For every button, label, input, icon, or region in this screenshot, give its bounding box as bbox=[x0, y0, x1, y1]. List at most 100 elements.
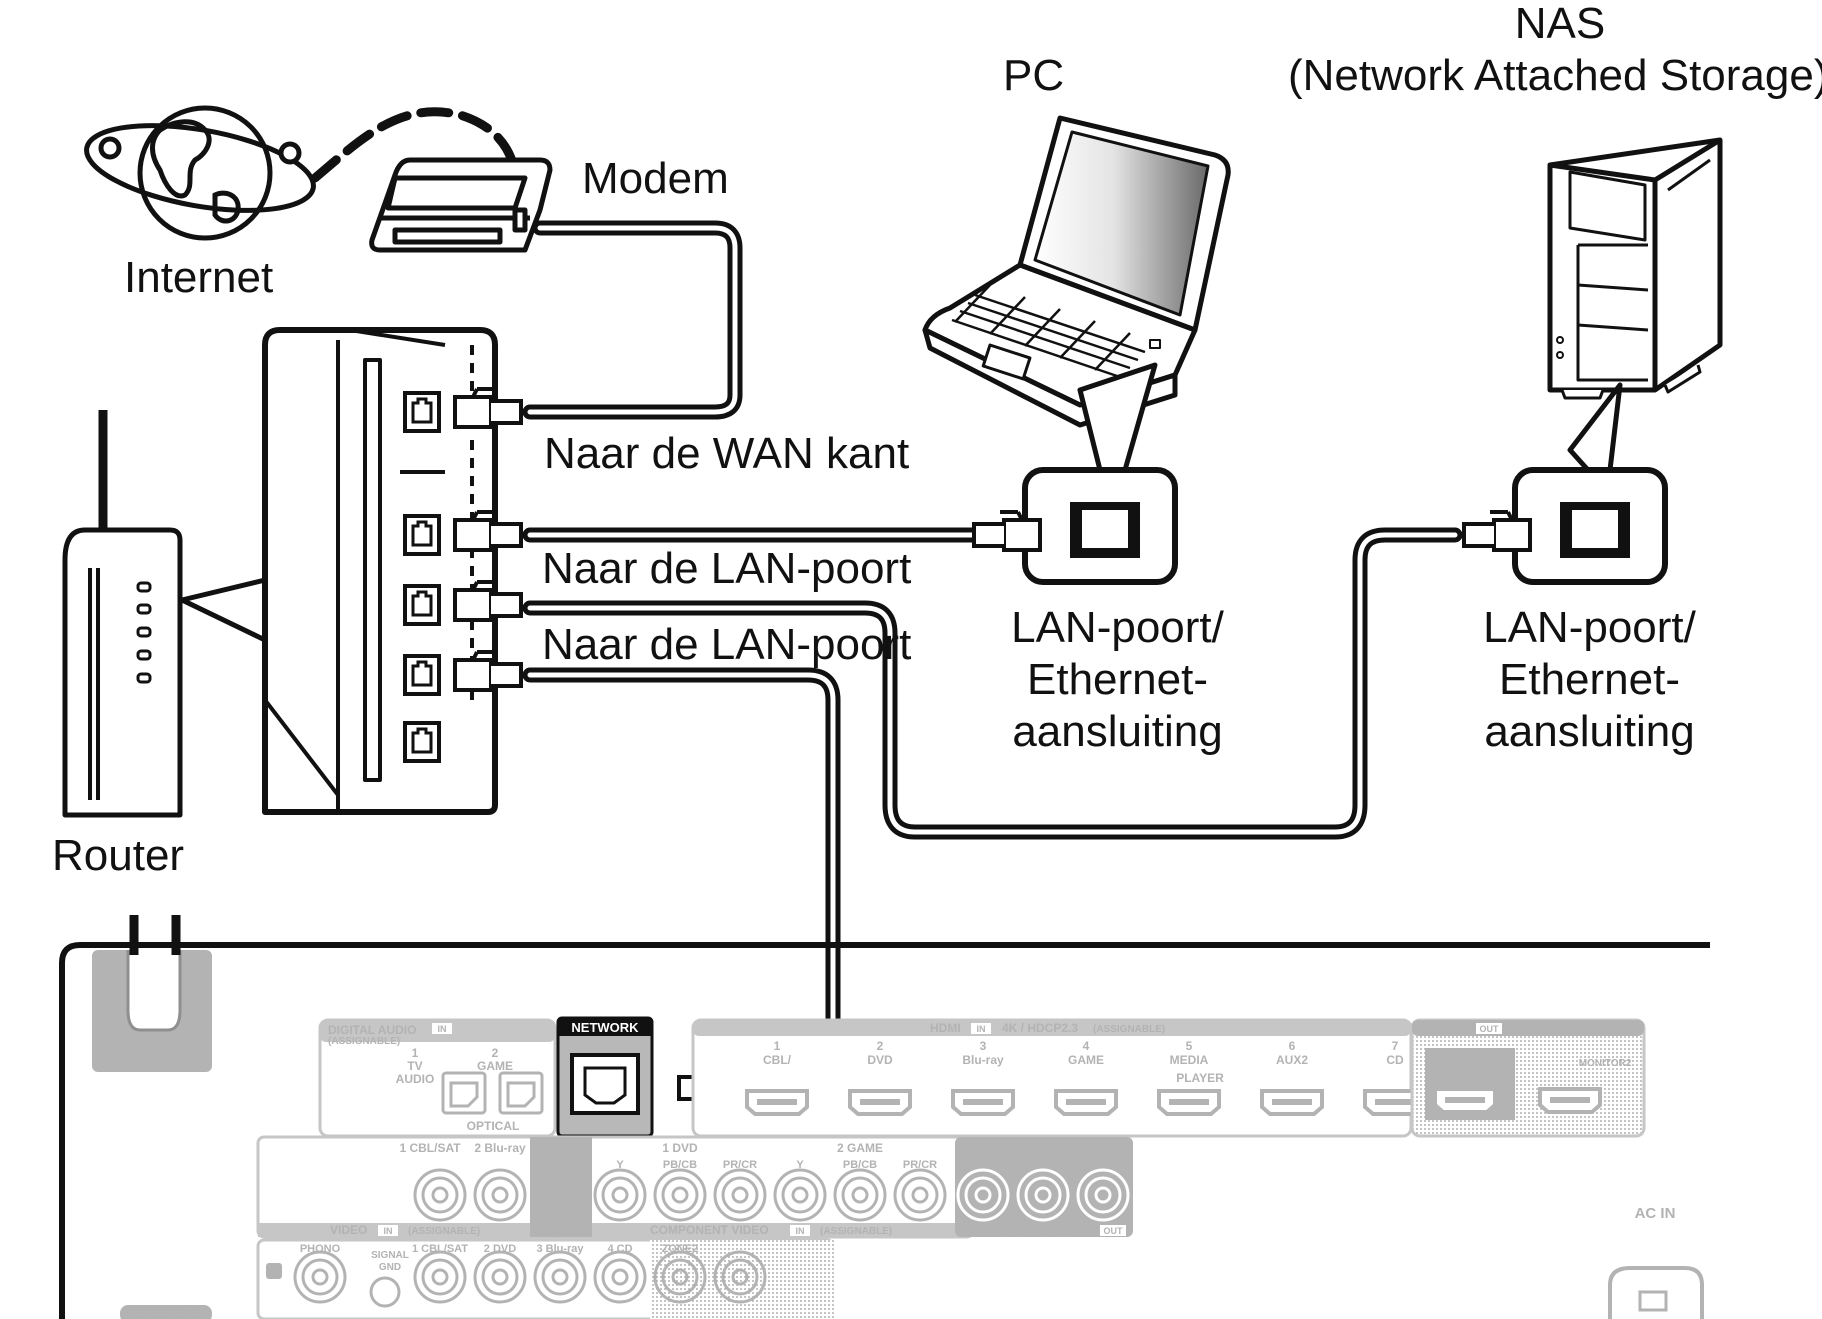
nas-port-label-1: LAN-poort/ bbox=[1483, 603, 1696, 652]
hdmi-in-badge: IN bbox=[977, 1024, 986, 1034]
monitor-out-jacks bbox=[956, 1168, 1130, 1222]
digital-audio-label: DIGITAL AUDIO bbox=[328, 1023, 416, 1037]
optical-label: OPTICAL bbox=[467, 1119, 520, 1133]
lan-port-1-icon bbox=[403, 514, 441, 556]
hdmi-input-port bbox=[1054, 1089, 1118, 1116]
hdmi-out-spec: 4K / HDCP2.3 bbox=[1543, 1021, 1619, 1035]
component-video-label: COMPONENT VIDEO bbox=[650, 1223, 769, 1237]
hdmi-input-port bbox=[848, 1089, 912, 1116]
hdmi-out-monitor1-port bbox=[1433, 1087, 1497, 1114]
video-label: VIDEO bbox=[330, 1223, 367, 1237]
pc-port-box bbox=[1022, 467, 1178, 585]
globe-icon bbox=[84, 105, 316, 241]
ac-in-label: AC IN bbox=[1635, 1205, 1676, 1222]
video-in-1: 1 CBL/SAT bbox=[399, 1141, 461, 1155]
tv-audio-l2: AUDIO bbox=[396, 1072, 435, 1086]
hdmi-in-spec: 4K / HDCP2.3 bbox=[1002, 1021, 1078, 1035]
component-out-badge: OUT bbox=[1104, 1226, 1124, 1236]
ac-in-socket bbox=[1608, 1266, 1704, 1319]
hdmi-input-number: 1 bbox=[774, 1039, 781, 1053]
digital-in-badge: IN bbox=[438, 1024, 447, 1034]
hdmi-out-header: HDMI bbox=[1437, 1021, 1468, 1035]
monitor-out-pr: PR/CR bbox=[1086, 1159, 1120, 1171]
tv-audio-l1: TV bbox=[407, 1059, 422, 1073]
hdmi-input-name: AUX2 bbox=[1276, 1053, 1308, 1067]
router-zoom-callout bbox=[179, 577, 268, 643]
lan-label-2: Naar de LAN-poort bbox=[542, 620, 912, 669]
game-opt-label: GAME bbox=[477, 1059, 513, 1073]
monitor1-l1: MONITOR1 bbox=[1457, 1058, 1510, 1069]
audio-in-1: 1 CBL/SAT bbox=[412, 1243, 468, 1255]
media-player-line2: PLAYER bbox=[1176, 1071, 1224, 1085]
comp2-y: Y bbox=[796, 1159, 804, 1171]
lan-port-3-icon bbox=[403, 654, 441, 696]
nas-port-box bbox=[1512, 467, 1668, 585]
nas-icon bbox=[1547, 137, 1723, 400]
comp1-pr: PR/CR bbox=[723, 1159, 757, 1171]
hdmi-input-number: 7 bbox=[1392, 1039, 1399, 1053]
pc-plug-icon bbox=[972, 510, 1042, 552]
comp1-pb: PB/CB bbox=[663, 1159, 697, 1171]
monitor1-l2: ARC / eARC bbox=[1454, 1069, 1511, 1080]
video-out-label: VIDEO bbox=[532, 1225, 567, 1237]
hdmi-input-name: CD bbox=[1386, 1053, 1404, 1067]
nas-subtitle: (Network Attached Storage) bbox=[1288, 51, 1822, 100]
game-num: 2 bbox=[492, 1046, 499, 1060]
comp2-pr: PR/CR bbox=[903, 1159, 937, 1171]
hdmi-input-number: 5 bbox=[1186, 1039, 1193, 1053]
nas-plug-icon bbox=[1462, 510, 1532, 552]
internet-label: Internet bbox=[124, 253, 274, 302]
hdmi-input-port bbox=[745, 1089, 809, 1116]
hdmi-out-monitor2-port bbox=[1538, 1087, 1602, 1114]
lan-port-4-icon bbox=[403, 721, 441, 763]
l-badge: L bbox=[271, 1267, 278, 1279]
zone2-label: ZONE2 bbox=[662, 1243, 699, 1255]
comp-2game: 2 GAME bbox=[837, 1141, 883, 1155]
comp2-pb: PB/CB bbox=[843, 1159, 877, 1171]
hdmi-in-assignable: (ASSIGNABLE) bbox=[1093, 1024, 1165, 1035]
receiver-rear-panel: Bluetooth/Wi-Fi ANTENNA DIGITAL AUDIO IN… bbox=[59, 915, 1710, 1319]
lan-label-1: Naar de LAN-poort bbox=[542, 544, 912, 593]
video-monitor-label: MONITOR bbox=[535, 1143, 587, 1155]
signal-gnd-terminal bbox=[369, 1276, 401, 1308]
hdmi-out-badge: OUT bbox=[1480, 1024, 1500, 1034]
router-label: Router bbox=[52, 831, 185, 880]
signal-gnd-l1: SIGNAL bbox=[371, 1250, 409, 1261]
router-icon bbox=[62, 410, 183, 818]
modem-icon bbox=[369, 157, 553, 253]
hdmi-input-number: 4 bbox=[1083, 1039, 1090, 1053]
pc-label: PC bbox=[1003, 51, 1065, 100]
video-in-2: 2 Blu-ray bbox=[474, 1141, 526, 1155]
bt-antenna-label-2: ANTENNA bbox=[123, 1058, 182, 1072]
hdmi-input-name: Blu-ray bbox=[962, 1053, 1004, 1067]
hdmi-input-name: CBL/ bbox=[763, 1053, 792, 1067]
monitor-out-pb: PB/CB bbox=[1026, 1159, 1060, 1171]
video-in-badge: IN bbox=[384, 1226, 393, 1236]
monitor-out-y: Y bbox=[979, 1159, 987, 1171]
hdmi-in-header: HDMI bbox=[930, 1021, 961, 1035]
phono-label: PHONO bbox=[300, 1243, 341, 1255]
hdmi-input-number: 3 bbox=[980, 1039, 987, 1053]
modem-wan-cable bbox=[522, 220, 743, 420]
pc-port-label-2: Ethernet- bbox=[1027, 655, 1208, 704]
monitor2-label: MONITOR2 bbox=[1579, 1058, 1632, 1069]
hdmi-input-port bbox=[1260, 1089, 1324, 1116]
tv-audio-num: 1 bbox=[412, 1046, 419, 1060]
comp1-y: Y bbox=[616, 1159, 624, 1171]
hdmi-input-name: GAME bbox=[1068, 1053, 1104, 1067]
hdmi-input-name: DVD bbox=[867, 1053, 893, 1067]
laptop-icon bbox=[922, 115, 1231, 428]
hdmi-in-section bbox=[691, 1018, 1413, 1138]
wan-port-icon bbox=[403, 391, 441, 433]
component-video-out-label: COMPONENT VIDEO bbox=[960, 1223, 1079, 1237]
hdmi-input-port bbox=[951, 1089, 1015, 1116]
lan-port-2-icon bbox=[403, 584, 441, 626]
network-label: NETWORK bbox=[571, 1020, 639, 1035]
modem-label: Modem bbox=[582, 154, 729, 203]
bt-antenna-label-1: Bluetooth/Wi-Fi bbox=[108, 1044, 197, 1058]
hdmi-input-name: MEDIA bbox=[1170, 1053, 1209, 1067]
monitor-out-label: MONITOR bbox=[1012, 1140, 1074, 1155]
component-assignable: (ASSIGNABLE) bbox=[820, 1226, 892, 1237]
